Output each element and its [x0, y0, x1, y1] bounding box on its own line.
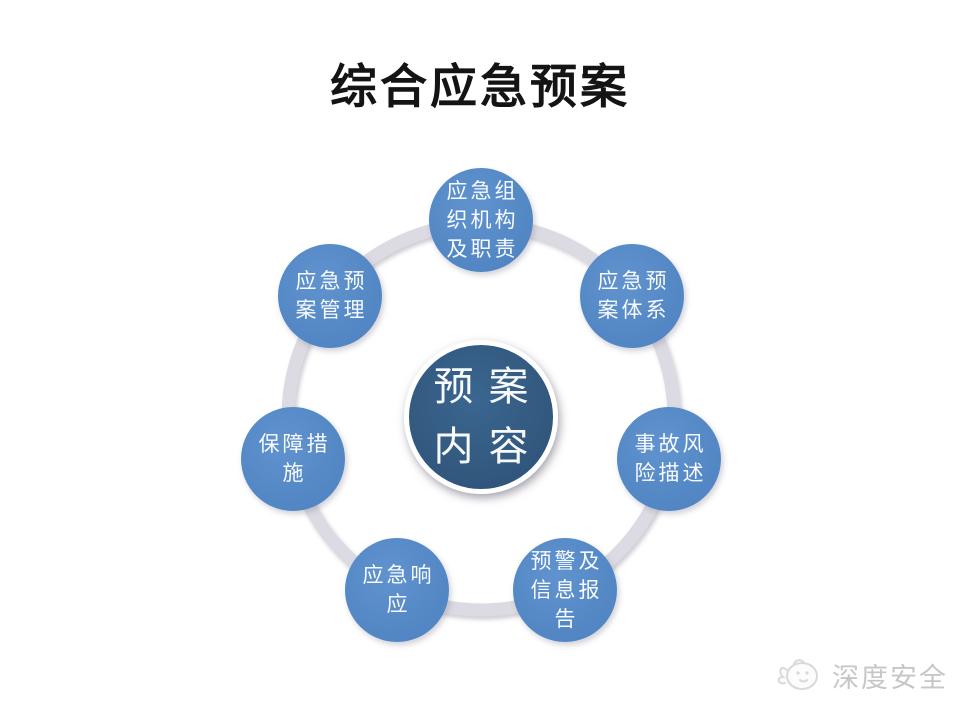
- node-label: 事故风 险描述: [634, 432, 707, 485]
- node-label: 应急预 案体系: [597, 269, 670, 322]
- node-accident-risk-description: 事故风 险描述: [617, 407, 721, 511]
- node-label: 应急组 织机构 及职责: [446, 178, 519, 261]
- watermark-text: 深度安全: [832, 663, 948, 693]
- node-safeguard-measures: 保障措 施: [241, 407, 345, 511]
- node-emergency-plan-system: 应急预 案体系: [580, 244, 684, 348]
- center-node-label: 预案 内容: [433, 364, 544, 469]
- node-label: 应急响 应: [362, 563, 435, 616]
- node-warning-info-report: 预警及 信息报 告: [513, 538, 617, 642]
- node-label: 预警及 信息报 告: [530, 548, 603, 631]
- node-emergency-org-structure: 应急组 织机构 及职责: [429, 168, 533, 272]
- page-title: 综合应急预案: [330, 60, 630, 113]
- center-node-plan-content: 预案 内容: [404, 340, 558, 494]
- node-emergency-plan-management: 应急预 案管理: [278, 244, 382, 348]
- node-label: 保障措 施: [258, 432, 331, 485]
- watermark: 深度安全: [774, 649, 948, 702]
- mascot-logo-icon: [774, 649, 826, 702]
- node-emergency-response: 应急响 应: [345, 538, 449, 642]
- node-label: 应急预 案管理: [295, 269, 368, 322]
